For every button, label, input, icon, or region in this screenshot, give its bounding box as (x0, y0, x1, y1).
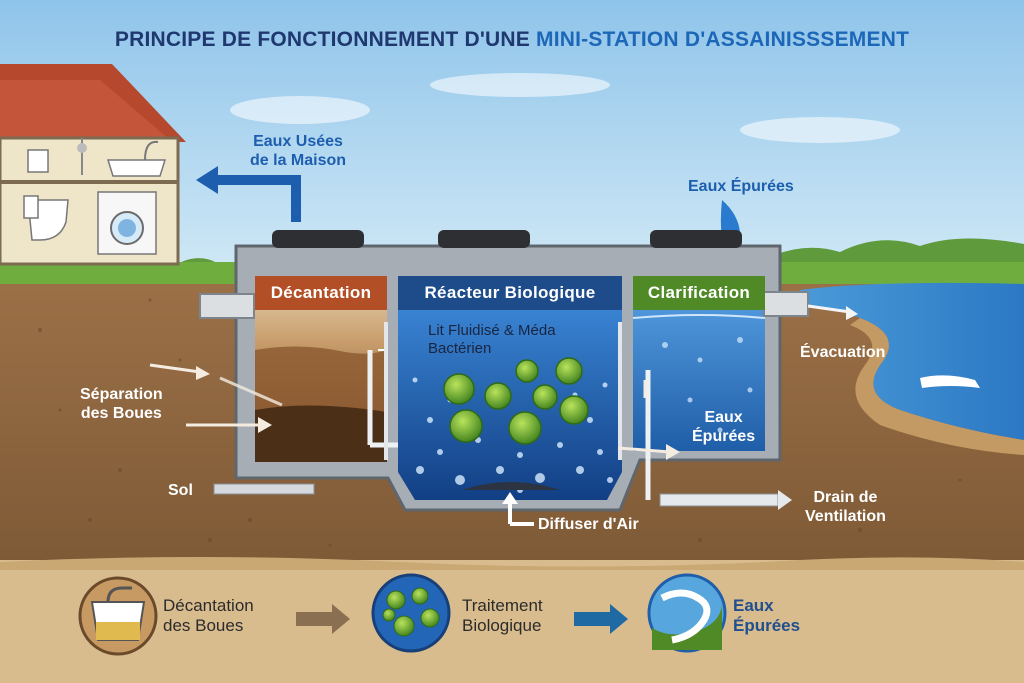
title-part2: MINI-STATION D'ASSAINISSSEMENT (536, 28, 910, 51)
pointer-arrows (149, 363, 680, 460)
step-1-line1: Décantation (163, 596, 254, 615)
step-flow-arrows (296, 604, 628, 634)
step-1-label: Décantation des Boues (163, 596, 254, 637)
step-3-line1: Eaux (733, 596, 774, 615)
bed-media-line1: Lit Fluidisé & Méda (428, 322, 556, 339)
diffuser (462, 482, 560, 490)
air-bubbles (412, 377, 613, 493)
house-inflow-line2: de la Maison (250, 152, 347, 170)
outlet-pipe (763, 291, 809, 317)
title-part1: PRINCIPE DE FONCTIONNEMENT D'UNE (114, 28, 530, 51)
sand-edge (0, 557, 1024, 570)
sand-band (0, 560, 1024, 683)
step-1-line2: des Boues (163, 616, 244, 636)
soil-pipe (213, 483, 315, 495)
soil-label: Sol (168, 482, 193, 499)
treated-in-tank-line2: Épurées (692, 428, 756, 446)
sludge-separation-label: Séparation des Boues (80, 385, 163, 423)
section-decantation: Décantation (255, 276, 387, 310)
house-inflow-label: Eaux Usées de la Maison (250, 132, 346, 170)
river-bank (850, 318, 1024, 455)
soil-specks (38, 298, 962, 547)
vent-drain-label: Drain de Ventilation (805, 488, 886, 526)
step-2-label: Traitement Biologique (462, 596, 543, 637)
manhole-1 (272, 230, 364, 248)
section-clarification: Clarification (633, 276, 765, 310)
evacuation-label: Évacuation (800, 344, 886, 361)
inflow-arrow (210, 175, 301, 222)
house (0, 64, 186, 266)
reactor-chamber (398, 276, 622, 500)
sludge-sep-line1: Séparation (80, 386, 163, 403)
inlet-pipe (199, 293, 255, 319)
river-icon (647, 573, 727, 653)
treated-in-tank-label: Eaux Épurées (692, 408, 755, 446)
treated-in-tank-line1: Eaux (704, 409, 743, 426)
step-3-label: Eaux Épurées (733, 596, 800, 637)
vent-drain-pipe (659, 493, 779, 507)
bed-media-line2: Bactérien (428, 340, 492, 357)
step-3-line2: Épurées (733, 616, 801, 636)
manhole-2 (438, 230, 530, 248)
step-2-line2: Biologique (462, 616, 542, 636)
treated-out-top-label: Eaux Épurées (688, 178, 794, 195)
inflow-arrowhead (196, 166, 218, 194)
bed-media-label: Lit Fluidisé & Méda Bactérien (428, 322, 556, 358)
house-inflow-line1: Eaux Usées (253, 133, 343, 150)
sludge-sep-line2: des Boues (80, 405, 162, 423)
step-2-line1: Traitement (462, 596, 543, 615)
biomass-media (443, 357, 589, 445)
decanter-bowl-icon (78, 576, 158, 656)
section-bio-reactor: Réacteur Biologique (398, 276, 622, 310)
clouds (230, 73, 900, 143)
vent-drain-line1: Drain de (813, 489, 878, 506)
river (800, 282, 1024, 440)
waterfall-foam (920, 375, 980, 388)
page-title: PRINCIPE DE FONCTIONNEMENT D'UNE MINI-ST… (0, 28, 1024, 52)
biomass-icon (371, 573, 451, 653)
air-diffuser-label: Diffuser d'Air (538, 516, 639, 533)
manhole-3 (650, 230, 742, 248)
vent-drain-line2: Ventilation (805, 508, 886, 526)
